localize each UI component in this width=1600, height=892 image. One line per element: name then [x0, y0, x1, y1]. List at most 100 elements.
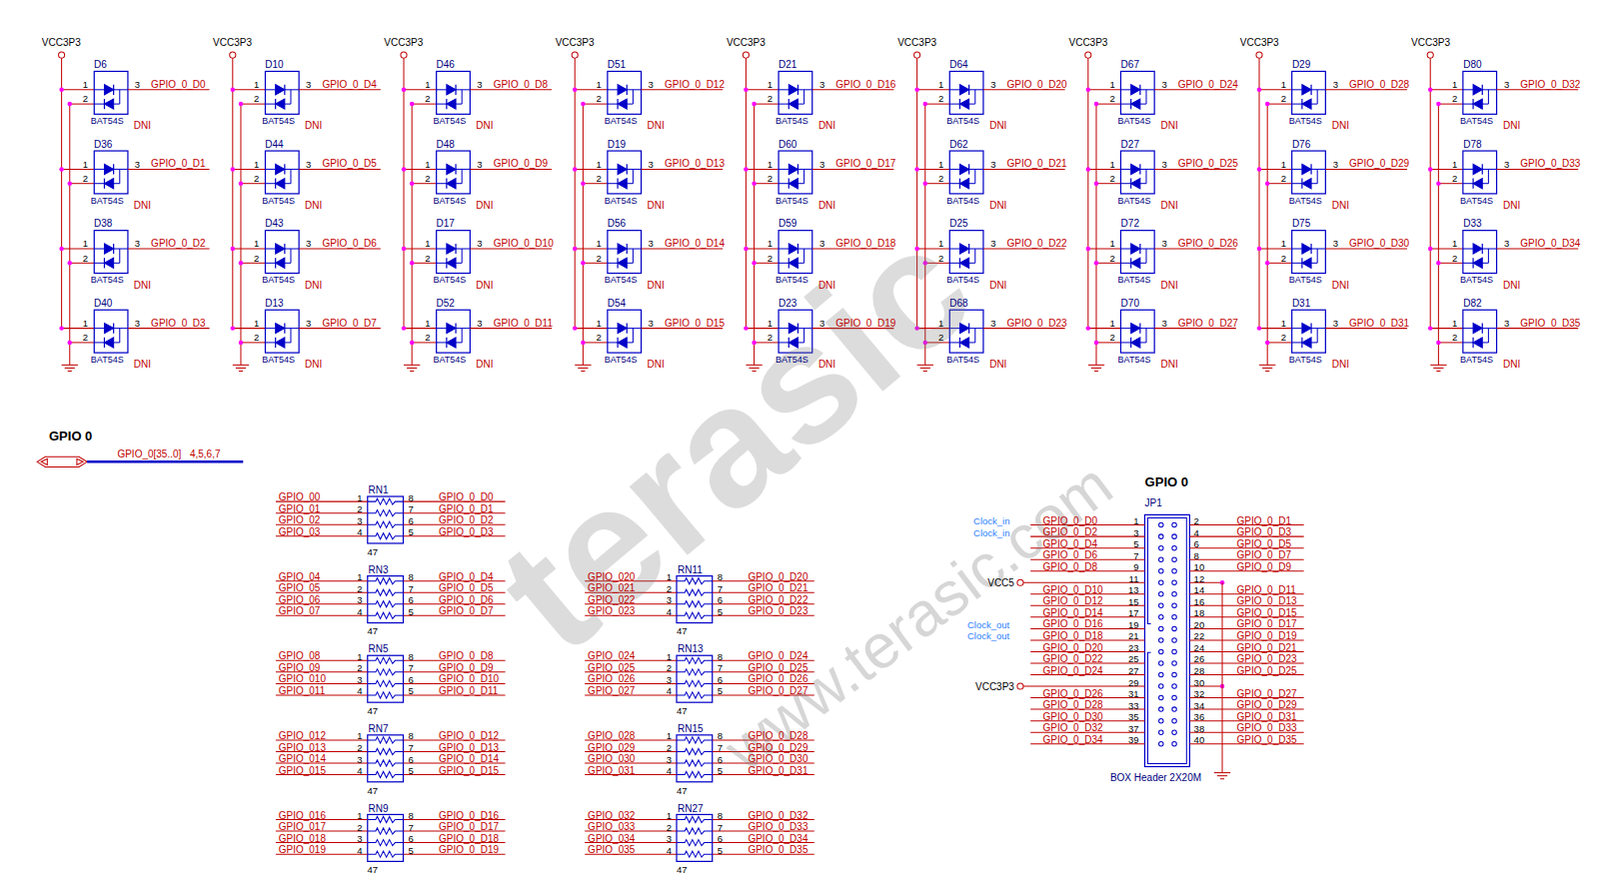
junction-dot: [572, 325, 577, 330]
diode-symbol: [1292, 341, 1303, 343]
resistor-value: 47: [367, 626, 379, 637]
ground-symbol: [577, 367, 588, 369]
net-label: GPIO_0_D12: [438, 731, 499, 742]
designator: D33: [1463, 218, 1482, 229]
diode-symbol: [626, 168, 641, 170]
ground-symbol: [1094, 370, 1099, 372]
power-port: [571, 51, 578, 58]
junction-dot: [401, 87, 406, 92]
net-label: GPIO_0_D19: [1237, 631, 1298, 642]
diode-body: [1463, 309, 1498, 353]
pin-circle: [1172, 626, 1177, 631]
pin-number: 12: [1194, 574, 1206, 585]
net-label: GPIO_0_D23: [1007, 318, 1068, 329]
diode-body: [264, 70, 299, 114]
pin-number: 3: [356, 516, 362, 527]
junction-dot: [1094, 101, 1099, 106]
pin-number: 3: [648, 159, 654, 170]
pin-number: 39: [1128, 735, 1140, 746]
pin-circle: [1172, 695, 1177, 700]
ground-symbol: [1220, 778, 1225, 780]
dni-mark: DNI: [1160, 280, 1178, 291]
pin-number: 5: [407, 766, 413, 777]
junction-dot: [1257, 87, 1262, 92]
diode-symbol: [1131, 323, 1141, 334]
pin-number: 3: [356, 755, 362, 766]
net-label: GPIO_0_D2: [1043, 527, 1098, 538]
pin-circle: [1172, 603, 1177, 608]
diode-symbol: [1140, 248, 1155, 250]
net-label: GPIO_0_D0: [150, 79, 205, 90]
pin-number: 6: [717, 675, 723, 686]
pin-number: 6: [717, 834, 723, 845]
dni-mark: DNI: [475, 120, 493, 131]
wire: [582, 182, 607, 184]
resistor-symbol: [676, 737, 713, 744]
designator: D10: [264, 59, 283, 70]
diode-symbol: [264, 248, 275, 250]
resistor-network-body: [367, 814, 404, 862]
pin-number: 1: [356, 811, 362, 822]
pin-circle: [1172, 707, 1177, 712]
net-label: GPIO_0_D24: [1043, 666, 1104, 677]
pin-number: 8: [1194, 551, 1200, 562]
designator: D44: [264, 139, 283, 150]
net-label: GPIO_020: [587, 572, 635, 583]
wire: [232, 327, 266, 329]
junction-dot: [409, 340, 414, 345]
net-label: GPIO_0_D32: [747, 811, 808, 822]
diode-symbol: [103, 257, 113, 268]
pin-number: 1: [767, 318, 773, 329]
wire: [1259, 168, 1293, 170]
pin-number: 16: [1194, 597, 1206, 608]
diode-symbol: [1120, 327, 1131, 329]
ground-symbol: [574, 364, 591, 366]
diode-symbol: [1302, 337, 1312, 348]
pin-number: 1: [356, 572, 362, 583]
diode-symbol: [118, 248, 120, 263]
diode-symbol: [103, 323, 113, 334]
pin-number: 22: [1194, 631, 1206, 642]
junction-dot: [751, 260, 756, 265]
pin-number: 9: [1133, 562, 1139, 573]
wire: [1267, 182, 1292, 184]
net-label: GPIO_030: [587, 754, 635, 765]
diode-symbol: [1311, 182, 1318, 184]
diode-body: [436, 309, 471, 353]
designator: RN1: [368, 485, 389, 496]
pin-circle: [1172, 672, 1177, 677]
pin-number: 35: [1128, 712, 1140, 723]
resistor-symbol: [676, 840, 713, 847]
diode-symbol: [607, 327, 618, 329]
wire: [1087, 57, 1089, 328]
diode-symbol: [461, 248, 463, 263]
diode-symbol: [275, 323, 285, 334]
wire: [232, 168, 266, 170]
net-label: GPIO_019: [278, 845, 326, 856]
diode-body: [778, 70, 813, 114]
diode-symbol: [1473, 163, 1483, 174]
dni-mark: DNI: [989, 280, 1007, 291]
resistor-symbol: [367, 589, 404, 596]
part-number: BAT54S: [90, 116, 124, 126]
net-label: GPIO_0_D1: [1237, 516, 1292, 527]
pin-number: 6: [407, 675, 413, 686]
pin-number: 1: [938, 159, 944, 170]
pin-number: 3: [1504, 238, 1510, 249]
diode-symbol: [284, 88, 299, 90]
pin-circle: [1159, 557, 1164, 562]
net-label: GPIO_0_D34: [747, 834, 808, 845]
net-label: GPIO_0_D17: [1237, 619, 1298, 630]
port-symbol: [36, 456, 87, 467]
pin-number: 1: [1452, 159, 1458, 170]
pin-circle: [1172, 545, 1177, 550]
dni-mark: DNI: [1503, 359, 1521, 370]
pin-number: 2: [938, 93, 944, 104]
net-label: GPIO_0_D19: [835, 318, 896, 329]
wire: [1267, 262, 1292, 264]
header-body: [1148, 517, 1188, 764]
wire: [582, 103, 607, 105]
diode-symbol: [1292, 168, 1303, 170]
junction-dot: [58, 246, 63, 251]
junction-dot: [580, 180, 585, 185]
